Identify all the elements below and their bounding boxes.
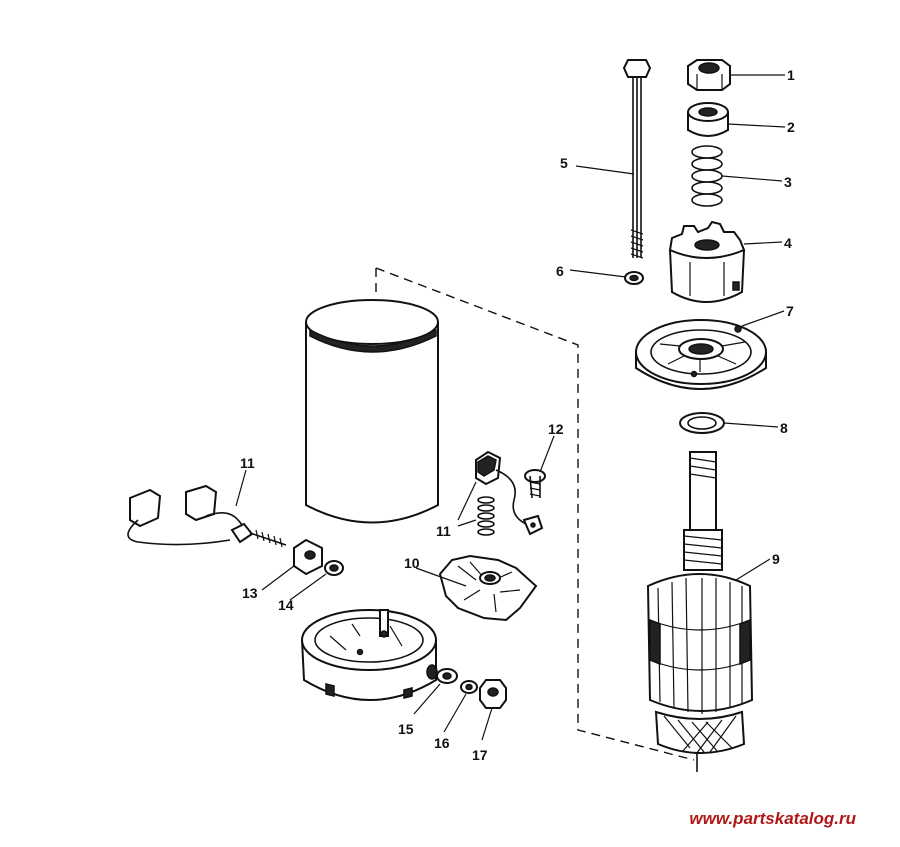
lock-washer: [460, 680, 478, 694]
leader-lines: [235, 74, 786, 741]
callout-3: 3: [784, 174, 792, 190]
callout-4: 4: [784, 235, 792, 251]
callout-11-right: 11: [436, 523, 451, 539]
brush-screw: [524, 469, 546, 499]
commutator-end-head: [301, 609, 438, 701]
nut-top: [687, 59, 731, 91]
brush-set-leads: [127, 484, 287, 548]
callout-11-left: 11: [240, 455, 255, 471]
callout-10: 10: [404, 555, 420, 571]
spacer: [687, 102, 729, 137]
drive-pinion-gear: [668, 220, 746, 303]
spring: [691, 145, 723, 207]
drive-end-head: [635, 319, 767, 390]
callout-5: 5: [560, 155, 568, 171]
callout-12: 12: [548, 421, 564, 437]
small-washer: [624, 271, 644, 285]
callout-14: 14: [278, 597, 294, 613]
armature: [646, 451, 754, 772]
callout-9: 9: [772, 551, 780, 567]
callout-8: 8: [780, 420, 788, 436]
watermark: www.partskatalog.ru: [689, 809, 856, 828]
callout-17: 17: [472, 747, 488, 763]
field-frame-housing: [305, 299, 439, 524]
callout-15: 15: [398, 721, 414, 737]
brush-spring: [475, 450, 544, 536]
callout-7: 7: [786, 303, 794, 319]
callout-2: 2: [787, 119, 795, 135]
callout-6: 6: [556, 263, 564, 279]
assembly-dashed-line: [375, 267, 695, 761]
callout-13: 13: [242, 585, 258, 601]
callout-1: 1: [787, 67, 795, 83]
thrust-washer: [679, 412, 725, 434]
brush-holder-plate: [438, 554, 538, 622]
terminal-nut: [479, 679, 507, 709]
callout-16: 16: [434, 735, 450, 751]
terminal-washer: [324, 560, 344, 576]
through-bolt: [622, 59, 652, 259]
insulator-block: [293, 538, 323, 576]
flat-washer: [436, 668, 458, 684]
